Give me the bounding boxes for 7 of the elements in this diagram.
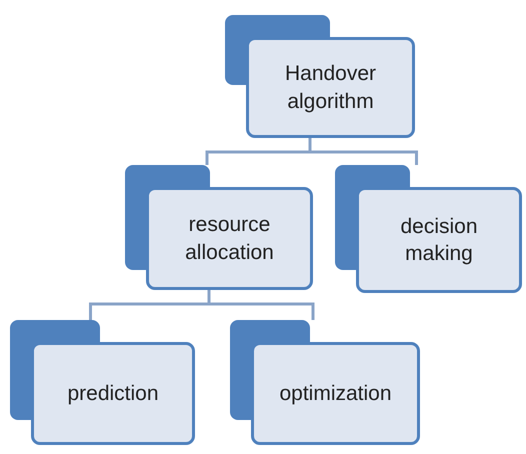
connector-line [208,290,314,320]
node-label: prediction [67,380,159,407]
node-label: decision making [399,214,479,267]
node-label: Handover algorithm [284,61,378,114]
node-label: resource allocation [184,212,275,266]
node-label: optimization [279,380,392,407]
connector-line [308,138,418,165]
